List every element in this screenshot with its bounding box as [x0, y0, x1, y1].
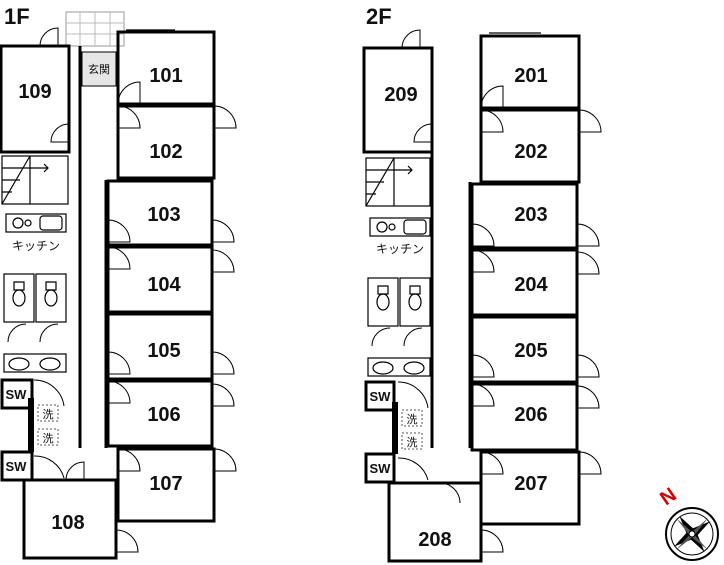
room-209: 209: [362, 29, 434, 154]
kitchen-label-1f: キッチン: [12, 239, 60, 253]
room-103: 103: [106, 179, 235, 247]
room-label-107: 107: [149, 473, 182, 495]
room-105: 105: [106, 312, 235, 381]
room-label-108: 108: [51, 512, 84, 534]
room-label-209: 209: [384, 84, 417, 106]
room-203: 203: [470, 182, 600, 250]
room-label-205: 205: [514, 340, 547, 362]
room-201: 201: [479, 32, 581, 110]
room-106: 106: [106, 379, 235, 448]
kitchen-2f: キッチン: [369, 217, 431, 256]
stairs-2f: [365, 157, 431, 207]
room-202: 202: [479, 108, 602, 184]
stairs-1f: [1, 155, 69, 205]
shower-room-2f-lower: SW: [364, 452, 429, 484]
room-label-101: 101: [149, 65, 182, 87]
sw-label-2f-a: SW: [370, 389, 392, 404]
room-109: 109: [0, 27, 71, 154]
floor-label-2f: 2F: [366, 4, 392, 29]
room-207: 207: [479, 450, 602, 526]
room-107: 107: [116, 447, 237, 523]
room-label-105: 105: [147, 340, 180, 362]
washer-label-1f-b: 洗: [43, 432, 54, 445]
washer-label-2f-b: 洗: [407, 436, 418, 449]
corridor-1f: [78, 46, 108, 448]
entrance: 玄関: [81, 51, 117, 87]
shower-room-1f-lower: SW: [0, 450, 65, 482]
room-101: 101: [116, 29, 216, 106]
washer-label-1f-a: 洗: [43, 408, 54, 421]
shower-room-2f-upper: SW: [364, 380, 429, 412]
sw-label-2f-b: SW: [370, 461, 392, 476]
floor-2f: 2F 209 201 202 203: [362, 4, 602, 563]
entrance-label: 玄関: [88, 62, 110, 76]
toilets-2f: [367, 277, 431, 347]
room-label-202: 202: [514, 141, 547, 163]
room-204: 204: [470, 248, 600, 317]
room-label-207: 207: [514, 473, 547, 495]
room-label-203: 203: [514, 204, 547, 226]
compass: N: [656, 484, 719, 561]
corridor-2f: [430, 48, 472, 448]
sw-label-1f-b: SW: [6, 459, 28, 474]
sinks-1f: [3, 353, 67, 373]
room-label-206: 206: [514, 404, 547, 426]
room-label-102: 102: [149, 141, 182, 163]
sinks-2f: [367, 357, 431, 377]
sw-label-1f-a: SW: [6, 387, 28, 402]
floor-1f: 1F 109 玄関 101: [0, 4, 237, 560]
room-104: 104: [106, 245, 235, 314]
compass-north-label: N: [656, 484, 680, 510]
room-208: 208: [387, 481, 504, 563]
kitchen-label-2f: キッチン: [376, 242, 424, 256]
room-206: 206: [470, 382, 600, 452]
room-label-103: 103: [147, 204, 180, 226]
room-label-109: 109: [18, 81, 51, 103]
entrance-grid: [65, 11, 125, 47]
room-label-104: 104: [147, 274, 181, 296]
room-label-106: 106: [147, 404, 180, 426]
shower-room-1f-upper: SW: [0, 378, 65, 410]
laundry-2f: 洗 洗: [392, 402, 423, 454]
toilets-1f: [3, 273, 67, 343]
washer-label-2f-a: 洗: [407, 413, 418, 426]
room-label-204: 204: [514, 274, 548, 296]
room-108: 108: [22, 461, 139, 560]
kitchen-1f: キッチン: [5, 213, 67, 253]
laundry-1f: 洗 洗: [28, 398, 59, 452]
room-label-208: 208: [418, 529, 451, 551]
room-label-201: 201: [514, 65, 547, 87]
room-205: 205: [470, 315, 600, 384]
floor-label-1f: 1F: [4, 4, 30, 29]
room-102: 102: [116, 104, 237, 180]
